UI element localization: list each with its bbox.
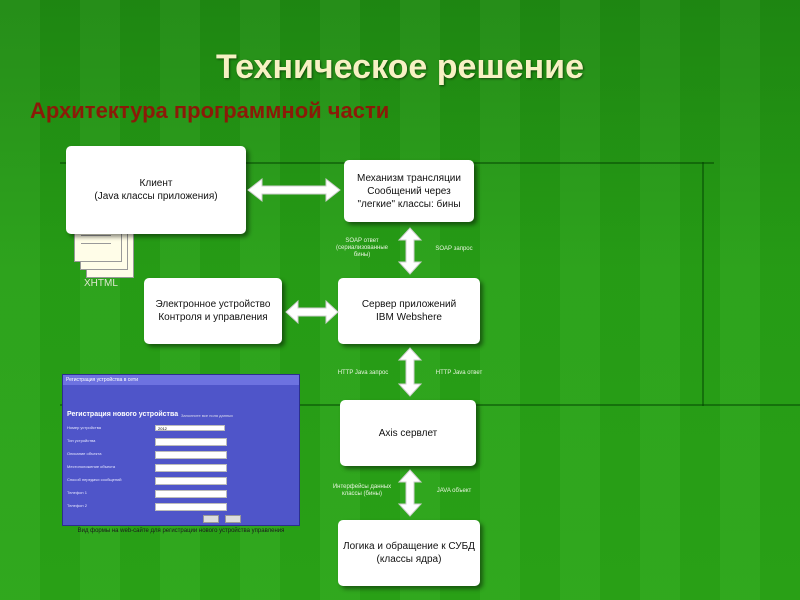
edge-label: SOAP запрос — [435, 246, 473, 252]
form-ok-button — [203, 515, 219, 523]
db-node-label: Логика и обращение к СУБД (классы ядра) — [343, 541, 475, 565]
form-field-input — [155, 477, 227, 485]
device-node-label: Электронное устройство Контроля и управл… — [155, 299, 271, 323]
edge-label: Интерфейсы данных классы (бины) — [332, 484, 392, 498]
form-field-label: Местоположение объекта — [67, 464, 116, 469]
form-field-input — [155, 451, 227, 459]
broker-appserver-arrow — [397, 227, 423, 275]
xhtml-label: XHTML — [84, 278, 118, 289]
appserver-axis-arrow — [397, 347, 423, 397]
form-field-input — [155, 464, 227, 472]
device-appserver-arrow — [285, 299, 339, 325]
edge-label: HTTP Java ответ — [435, 370, 483, 376]
device-node: Электронное устройство Контроля и управл… — [144, 278, 282, 344]
appserver-node: Сервер приложений IBM Webshere — [338, 278, 480, 344]
broker-node-label: Механизм трансляции Сообщений через "лег… — [357, 172, 461, 210]
form-field-label: Способ передачи сообщений — [67, 477, 122, 482]
form-field-label: Тип устройства — [67, 438, 96, 443]
form-field-label: Телефон 1 — [67, 490, 87, 495]
edge-label: SOAP ответ (сериализованные бины) — [336, 238, 388, 259]
form-cancel-button — [225, 515, 241, 523]
client-broker-arrow — [247, 177, 341, 203]
form-field-label: Номер устройства — [67, 425, 102, 430]
form-field-input — [155, 438, 227, 446]
appserver-node-label: Сервер приложений IBM Webshere — [361, 299, 457, 323]
axis-node: Axis сервлет — [340, 400, 476, 466]
slide-title: Техническое решение — [216, 48, 584, 86]
client-node: Клиент (Java классы приложения) — [66, 146, 246, 234]
form-field-input — [155, 503, 227, 511]
client-node-label: Клиент (Java классы приложения) — [94, 178, 218, 202]
axis-db-arrow — [397, 469, 423, 517]
axis-node-label: Axis сервлет — [378, 427, 438, 439]
edge-label: JAVA объект — [436, 488, 472, 494]
form-heading: Регистрация нового устройства — [67, 411, 179, 418]
form-field-input — [155, 490, 227, 498]
form-window-title: Регистрация устройства в сети — [63, 375, 299, 385]
form-caption: Вид формы на web-сайте для регистрации н… — [77, 528, 285, 534]
edge-label: HTTP Java запрос — [337, 370, 389, 376]
form-field-value: 2012 — [158, 426, 167, 431]
db-node: Логика и обращение к СУБД (классы ядра) — [338, 520, 480, 586]
form-field-input: 2012 — [155, 425, 225, 431]
registration-form-screenshot: Регистрация устройства в сети Регистраци… — [62, 374, 300, 526]
broker-node: Механизм трансляции Сообщений через "лег… — [344, 160, 474, 222]
form-hint: Заполните все поля данных — [181, 413, 234, 418]
decor-line — [702, 162, 704, 406]
form-field-label: Телефон 2 — [67, 503, 87, 508]
slide-subtitle: Архитектура программной части — [30, 98, 390, 123]
form-field-label: Описание объекта — [67, 451, 102, 456]
